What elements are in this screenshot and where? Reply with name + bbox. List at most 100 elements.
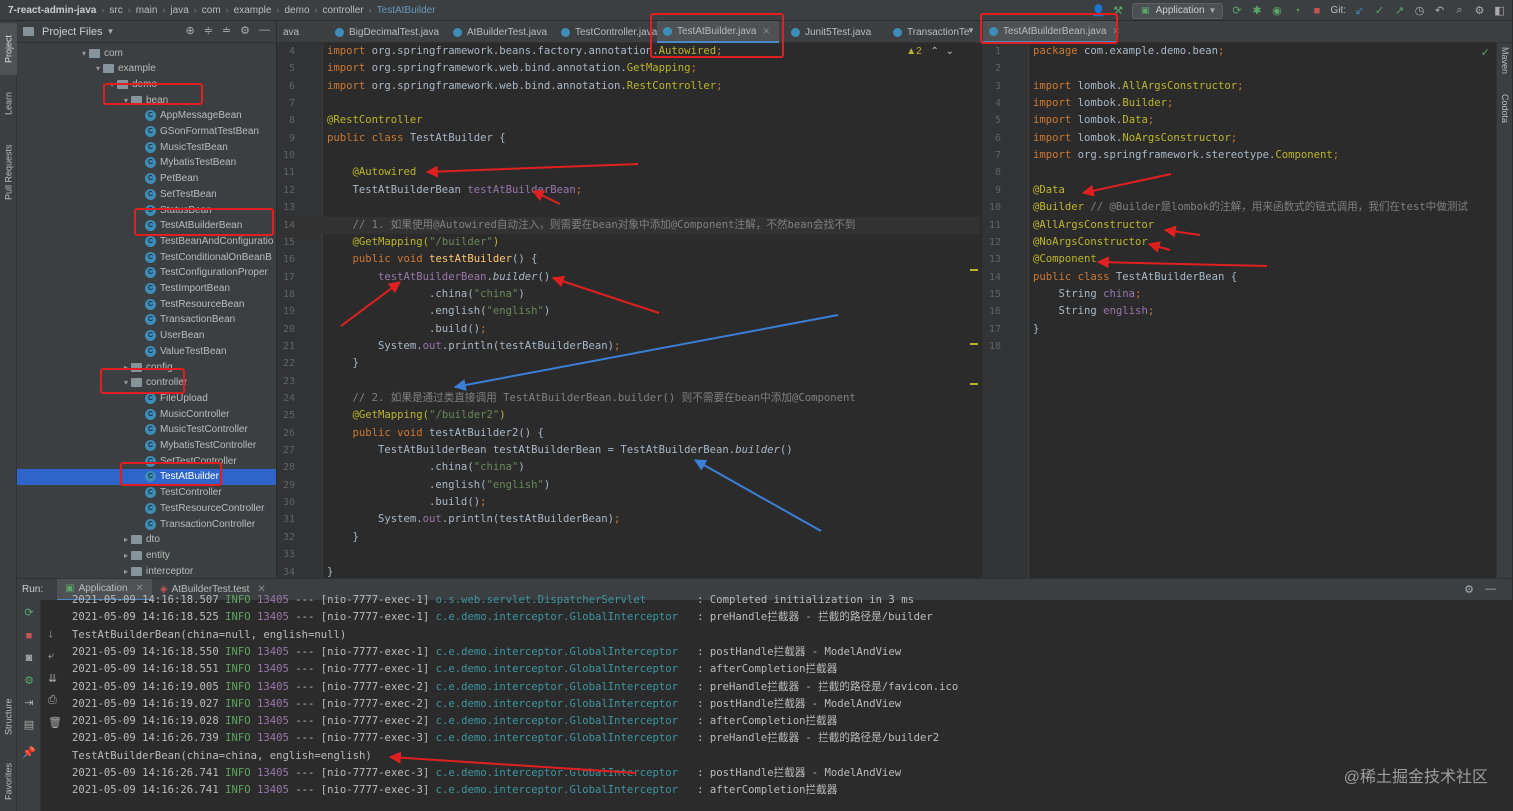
tool-tab-learn[interactable]: Learn: [3, 91, 14, 115]
hide-minus-icon[interactable]: —: [1485, 583, 1496, 595]
tree-folder[interactable]: ▾com: [17, 45, 276, 61]
close-icon[interactable]: ✕: [762, 25, 771, 36]
chevron-right-icon[interactable]: ▸: [123, 362, 128, 372]
profile-icon[interactable]: ◔: [1293, 4, 1301, 17]
tool-tab-favorites[interactable]: Favorites: [3, 762, 14, 800]
breadcrumb-item[interactable]: com: [201, 4, 221, 16]
chevron-down-icon[interactable]: ▼: [106, 27, 115, 36]
tool-tab-project[interactable]: Project: [0, 23, 17, 75]
tab-junit5test[interactable]: Junit5Test.java: [785, 21, 885, 43]
tree-folder[interactable]: ▸config: [17, 359, 276, 375]
chevron-down-icon[interactable]: ⌄: [945, 46, 954, 57]
user-icon[interactable]: 👤: [1091, 5, 1106, 17]
tab-list-chevron-icon[interactable]: ▼: [967, 26, 975, 35]
scroll-end-icon[interactable]: ⇊: [48, 673, 58, 685]
tree-folder[interactable]: ▸interceptor: [17, 563, 276, 579]
tree-folder[interactable]: ▸dto: [17, 532, 276, 548]
print-icon[interactable]: ⎙: [48, 694, 57, 706]
project-view-select[interactable]: Project Files: [42, 25, 103, 38]
coverage-icon[interactable]: ◉: [1272, 5, 1282, 17]
debug-bug-icon[interactable]: ✱: [1252, 5, 1262, 17]
plugin-icon[interactable]: ⚙: [24, 675, 34, 687]
ide-logo-icon[interactable]: ◧: [1494, 5, 1505, 17]
breadcrumb-item[interactable]: demo: [284, 4, 310, 16]
breadcrumb-item[interactable]: example: [233, 4, 272, 16]
chevron-up-icon[interactable]: ⌃: [930, 46, 939, 57]
down-arrow-icon[interactable]: ↓: [48, 628, 54, 640]
chevron-down-icon[interactable]: ▾: [123, 378, 128, 388]
search-icon[interactable]: ⌕: [1456, 4, 1463, 16]
git-push-icon[interactable]: ↗: [1394, 5, 1405, 17]
build-hammer-icon[interactable]: ⚒: [1113, 5, 1124, 17]
chevron-right-icon[interactable]: ▸: [123, 550, 128, 560]
tab-testatbuilder[interactable]: TestAtBuilder.java ✕: [657, 21, 779, 43]
git-update-icon[interactable]: ↙: [1354, 5, 1365, 17]
run-configuration-select[interactable]: ▣ Application ▼: [1131, 2, 1224, 19]
stop-icon[interactable]: ■: [1313, 4, 1321, 17]
tool-tab-maven[interactable]: Maven: [1500, 47, 1510, 75]
hide-minus-icon[interactable]: —: [259, 24, 270, 36]
tab-bigdecimaltest[interactable]: BigDecimalTest.java: [329, 21, 439, 43]
close-icon[interactable]: ✕: [257, 584, 266, 595]
pin-icon[interactable]: 📌: [22, 747, 36, 759]
run-tab-application[interactable]: ▣ Application ✕: [57, 578, 152, 601]
stop-icon[interactable]: ■: [25, 630, 33, 642]
settings-gear-icon[interactable]: ⚙: [240, 25, 250, 37]
chevron-right-icon[interactable]: ▸: [123, 535, 128, 545]
tab-testcontroller[interactable]: TestController.java: [555, 21, 657, 43]
wrap-icon[interactable]: ⤶: [48, 650, 55, 662]
settings-gear-icon[interactable]: ⚙: [1464, 584, 1474, 596]
tool-tab-pull-requests[interactable]: Pull Requests: [3, 144, 14, 200]
breadcrumb-item[interactable]: 7-react-admin-java: [8, 4, 97, 16]
breadcrumb-item[interactable]: src: [109, 4, 123, 16]
camera-icon[interactable]: ◙: [25, 652, 33, 664]
breadcrumb-item[interactable]: TestAtBuilder: [376, 4, 436, 16]
rerun-icon[interactable]: ⟳: [24, 607, 34, 619]
settings-gear-icon[interactable]: ⚙: [1474, 5, 1485, 17]
close-icon[interactable]: ✕: [1112, 25, 1120, 36]
tree-folder[interactable]: ▾bean: [17, 92, 276, 108]
tab-transactiontest[interactable]: TransactionTe: [887, 21, 969, 43]
login-icon[interactable]: ⇥: [24, 697, 34, 709]
undo-icon[interactable]: ↶: [1434, 5, 1445, 17]
tree-folder[interactable]: ▾example: [17, 61, 276, 77]
tab-testatbuilderbean[interactable]: TestAtBuilderBean.java ✕: [983, 21, 1120, 43]
tree-folder[interactable]: ▾demo: [17, 76, 276, 92]
tab-atbuildertest[interactable]: AtBuilderTest.java: [447, 21, 557, 43]
locate-target-icon[interactable]: ⊕: [185, 25, 195, 37]
breadcrumb-item[interactable]: java: [170, 4, 189, 16]
close-icon[interactable]: ✕: [135, 583, 144, 594]
chevron-right-icon[interactable]: ▸: [123, 566, 128, 576]
tree-folder[interactable]: ▸entity: [17, 547, 276, 563]
run-tab-atbuildertest[interactable]: ◈ AtBuilderTest.test ✕: [159, 584, 266, 595]
chevron-down-icon[interactable]: ▾: [123, 95, 128, 105]
tool-tab-codota[interactable]: Codota: [1500, 94, 1510, 124]
chevron-down-icon[interactable]: ▾: [95, 64, 100, 74]
layout-icon[interactable]: ▤: [23, 719, 35, 731]
history-clock-icon[interactable]: ◷: [1414, 5, 1425, 17]
trash-icon[interactable]: 🗑: [48, 717, 62, 729]
git-commit-icon[interactable]: ✓: [1374, 5, 1385, 17]
